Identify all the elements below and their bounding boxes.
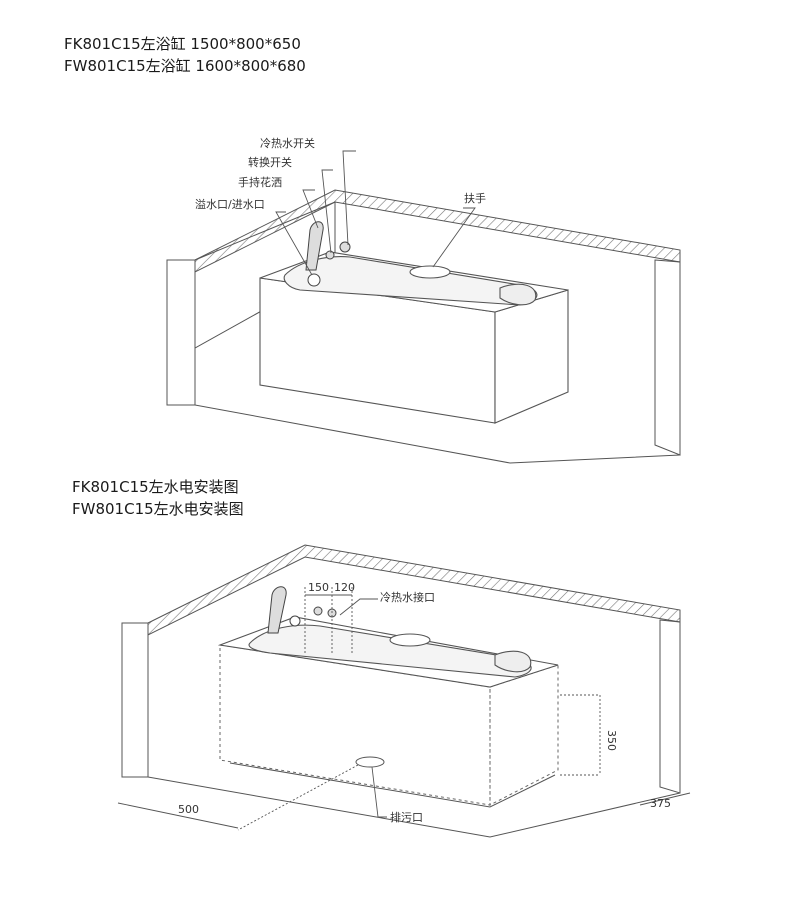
dimension-150: 150 bbox=[308, 581, 329, 594]
overflow-inlet-icon bbox=[307, 273, 321, 287]
room-walls bbox=[166, 189, 681, 464]
label-diverter: 转换开关 bbox=[248, 155, 292, 169]
water-connection-icon bbox=[313, 606, 323, 616]
bathtub-body bbox=[259, 251, 569, 424]
water-switch-icon bbox=[339, 241, 351, 253]
dimension-lines bbox=[117, 587, 691, 831]
label-drain: 排污口 bbox=[390, 810, 423, 824]
label-handrail: 扶手 bbox=[464, 191, 486, 205]
spec-line-1600: FW801C15左浴缸 1600*800*680 bbox=[64, 57, 306, 75]
dimension-350: 350 bbox=[605, 730, 618, 751]
handheld-shower-icon bbox=[267, 586, 287, 634]
bathtub-perspective-diagram: 冷热水开关 转换开关 手持花洒 溢水口/进水口 扶手 bbox=[166, 136, 681, 464]
installation-title-fw: FW801C15左水电安装图 bbox=[72, 500, 244, 518]
installation-diagram: 150 120 350 500 375 冷热水接口 排污口 bbox=[117, 544, 691, 838]
drain-icon bbox=[355, 756, 385, 768]
installation-title-fk: FK801C15左水电安装图 bbox=[72, 478, 239, 496]
handheld-shower-icon bbox=[305, 221, 324, 271]
label-handheld-shower: 手持花洒 bbox=[238, 175, 282, 189]
dimension-375: 375 bbox=[650, 797, 671, 810]
label-water-connection: 冷热水接口 bbox=[380, 591, 435, 604]
fixtures bbox=[305, 221, 351, 287]
callout-leaders bbox=[275, 150, 476, 276]
callout-leaders bbox=[339, 598, 387, 818]
diverter-knob-icon bbox=[325, 250, 335, 260]
dimension-500: 500 bbox=[178, 803, 199, 816]
label-overflow-inlet: 溢水口/进水口 bbox=[195, 197, 265, 211]
bathtub-base bbox=[229, 756, 556, 808]
spec-line-1500: FK801C15左浴缸 1500*800*650 bbox=[64, 35, 301, 53]
room-walls bbox=[121, 544, 681, 838]
label-water-switch: 冷热水开关 bbox=[260, 136, 315, 150]
dimension-120: 120 bbox=[334, 581, 355, 594]
fixtures bbox=[267, 586, 337, 634]
